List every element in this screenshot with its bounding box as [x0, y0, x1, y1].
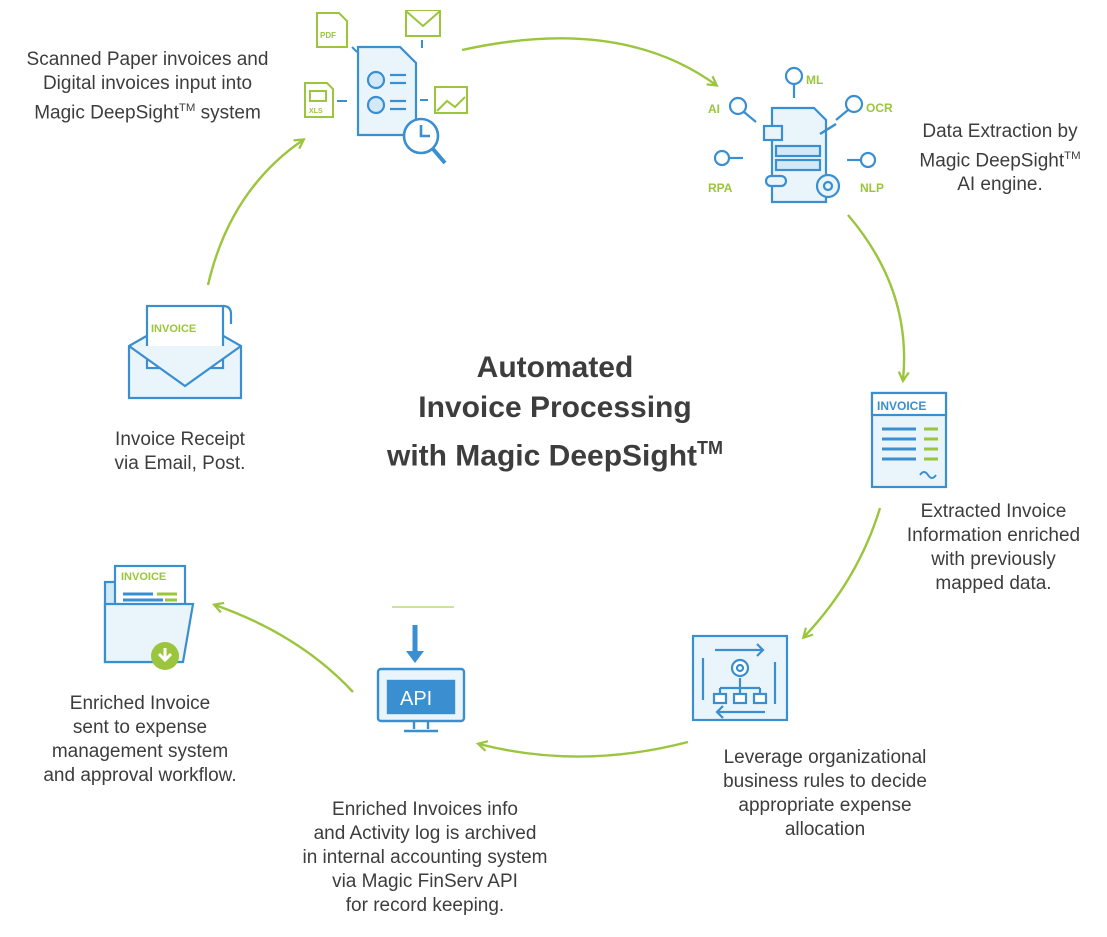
svg-text:RPA: RPA [708, 181, 733, 195]
svg-text:NLP: NLP [860, 181, 884, 195]
step-extraction-caption: Data Extraction by Magic DeepSightTM AI … [919, 121, 1081, 196]
svg-text:INVOICE: INVOICE [121, 571, 166, 583]
svg-text:INVOICE: INVOICE [877, 399, 926, 413]
step-receipt-caption: Invoice Receipt via Email, Post. [114, 429, 246, 474]
arrow-archive-to-sent [215, 605, 354, 693]
diagram-title: Automated Invoice Processing with Magic … [386, 351, 724, 473]
invoice-document-icon: INVOICE [870, 391, 948, 489]
arrow-extraction-to-extracted [847, 214, 904, 380]
invoice-envelope-icon: INVOICE [127, 304, 243, 400]
step-input-caption: Scanned Paper invoices and Digital invoi… [26, 49, 269, 124]
svg-text:PDF: PDF [320, 31, 336, 40]
svg-text:XLS: XLS [309, 108, 323, 115]
svg-text:AI: AI [708, 102, 720, 116]
business-rules-icon [691, 634, 789, 722]
svg-text:OCR: OCR [866, 101, 893, 115]
step-extracted-caption: Extracted Invoice Information enriched w… [906, 501, 1081, 594]
invoice-folder-icon: INVOICE [103, 564, 195, 670]
ai-extraction-icon: ML AI OCR RPA NLP [708, 66, 893, 204]
svg-text:INVOICE: INVOICE [151, 323, 196, 335]
svg-text:API: API [400, 688, 432, 710]
arrow-receipt-to-input [206, 140, 303, 286]
arrow-input-to-extraction [461, 37, 716, 85]
step-rules-caption: Leverage organizational business rules t… [723, 747, 927, 840]
api-monitor-icon: API [376, 606, 466, 733]
step-sent-caption: Enriched Invoice sent to expense managem… [43, 693, 237, 786]
documents-input-icon: PDF XLS [304, 10, 468, 165]
svg-text:ML: ML [806, 73, 823, 87]
arrow-extracted-to-rules [804, 507, 882, 637]
arrow-rules-to-archive [479, 742, 689, 758]
step-archive-caption: Enriched Invoices info and Activity log … [302, 799, 548, 916]
